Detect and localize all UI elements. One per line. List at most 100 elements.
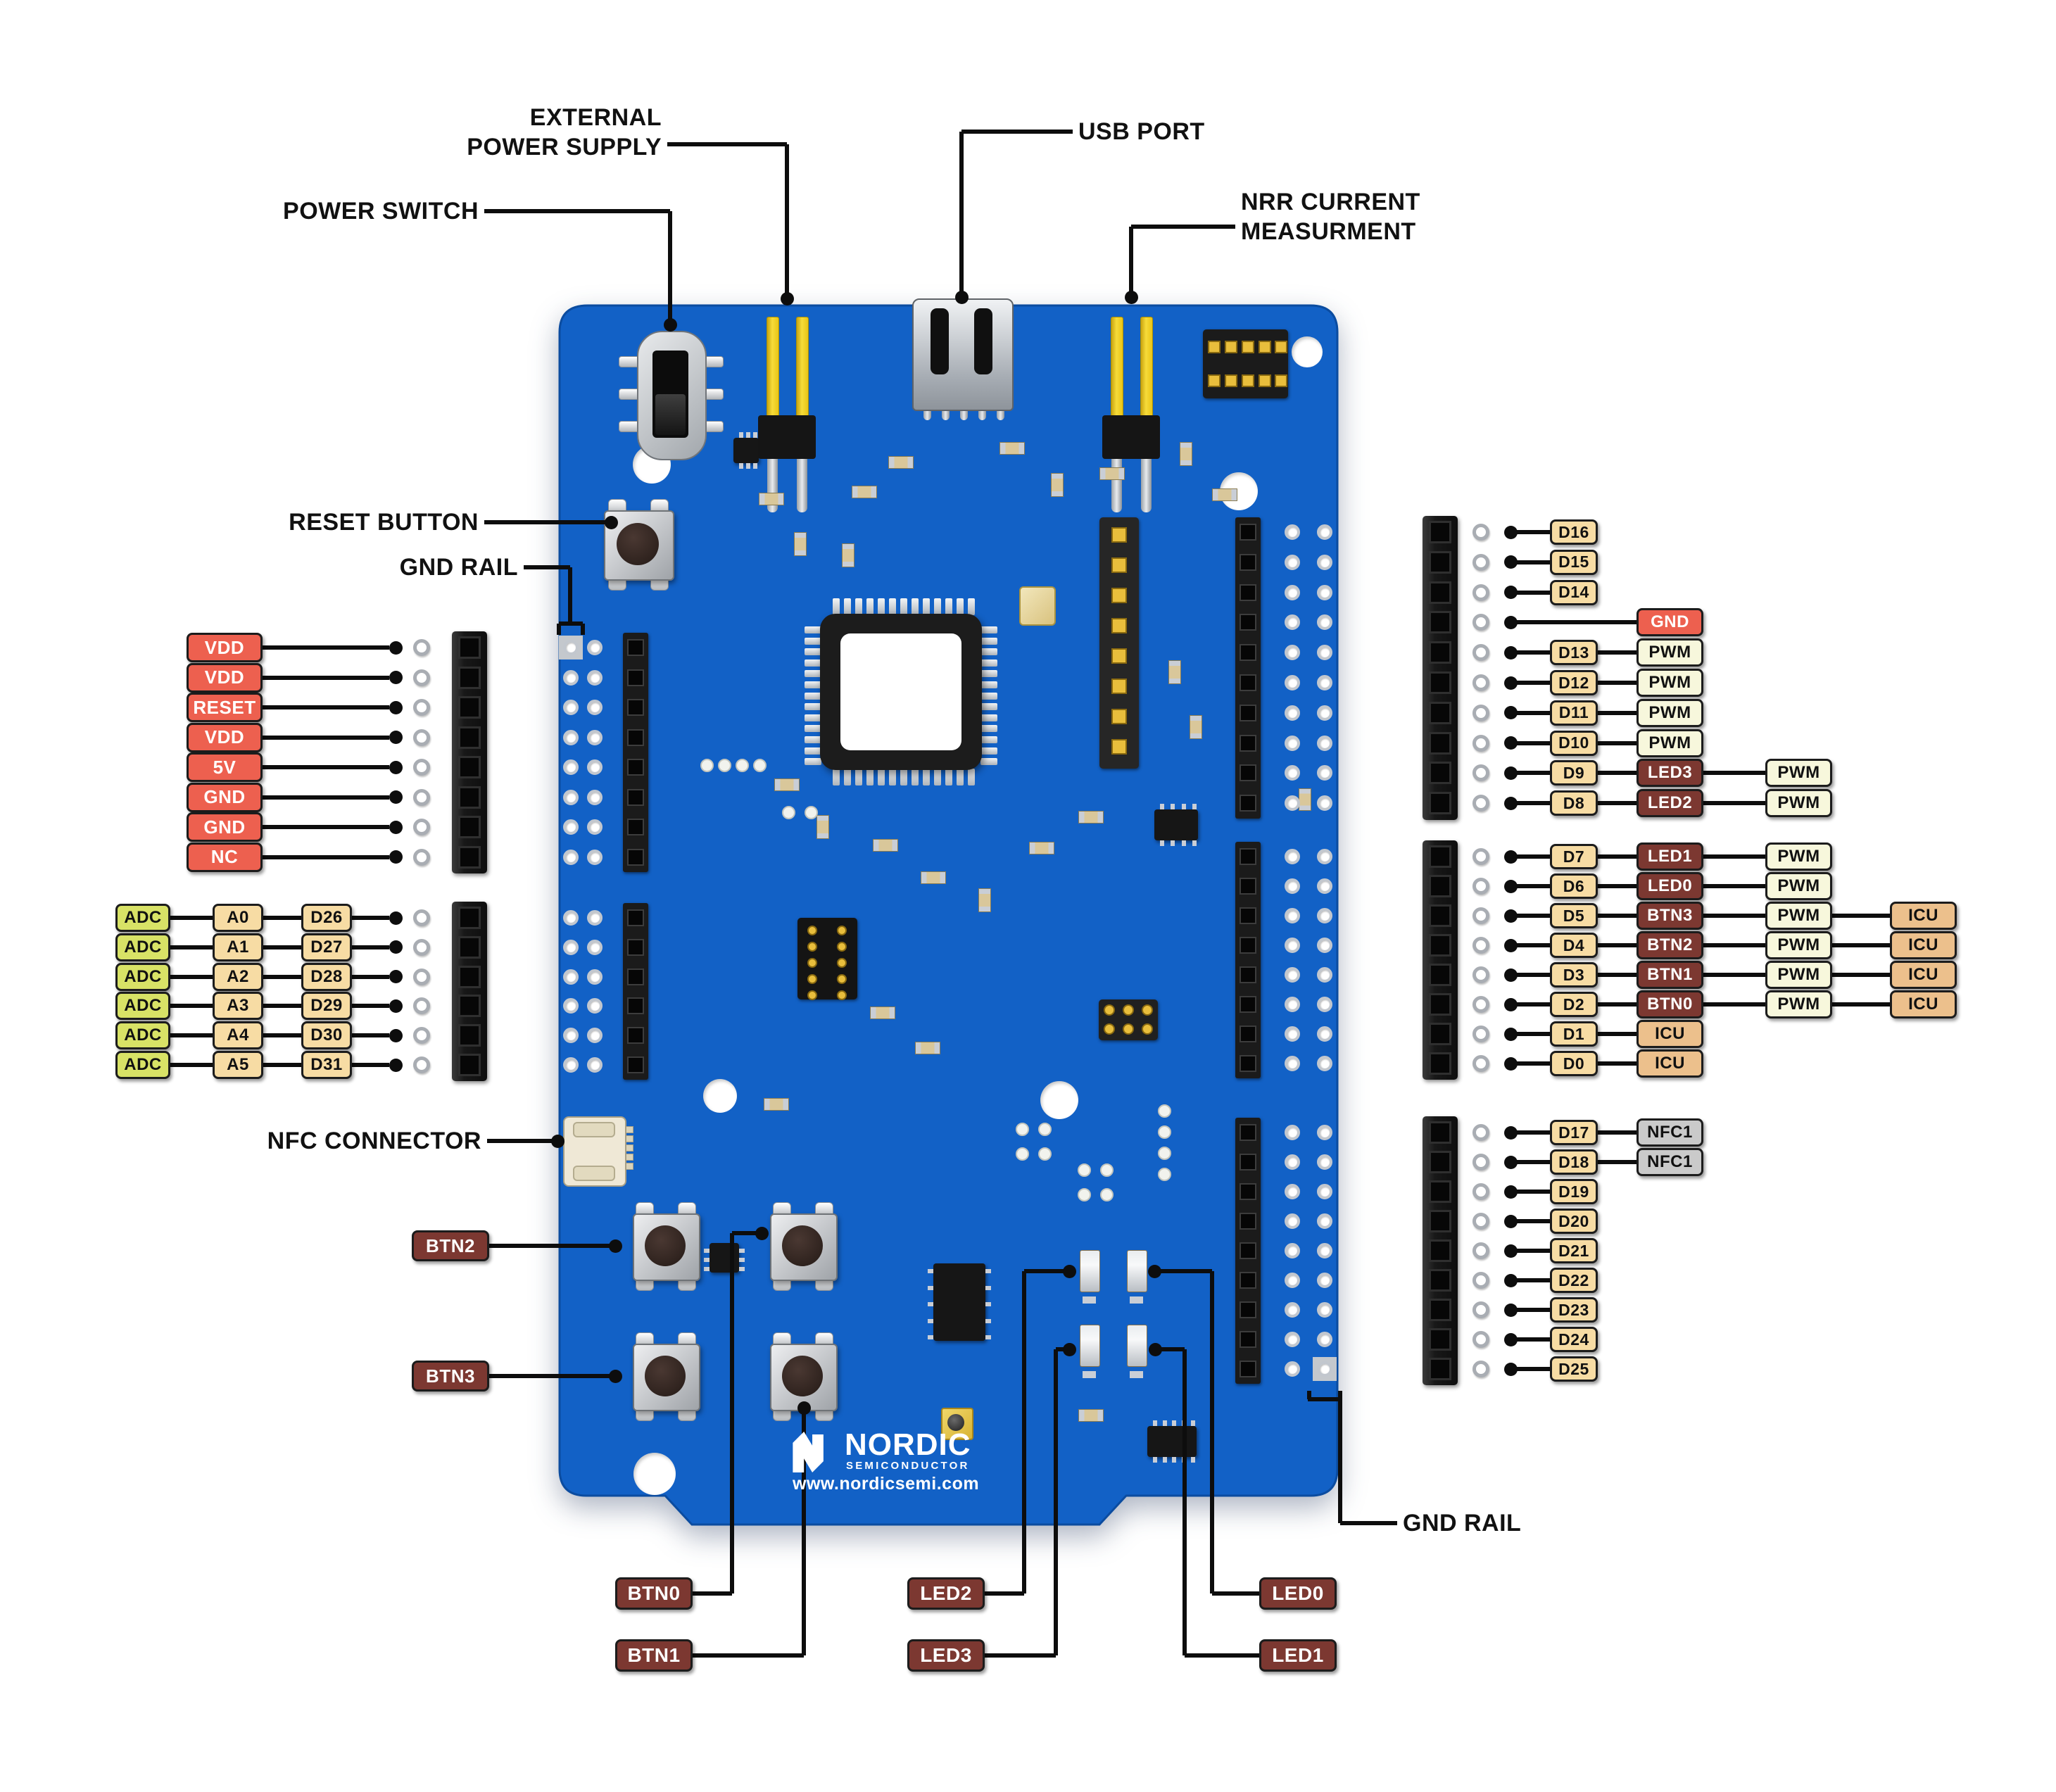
adc-wire2-2	[263, 974, 301, 979]
mounting-hole-2	[1292, 336, 1323, 367]
board-left-header-2-slot-3	[627, 997, 644, 1015]
right-g1-r1-wire2	[1703, 884, 1765, 888]
left-adc-header-slot-4	[458, 1024, 481, 1047]
right-pads-1-c1-r8	[1317, 765, 1332, 781]
right-g2-r4-dot	[1503, 1244, 1518, 1258]
debug-header-cell-0-2	[1242, 341, 1254, 353]
board-right-header-1-slot-7	[1240, 734, 1256, 752]
via-pad-11	[1038, 1147, 1052, 1161]
board-left-header-1-slot-0	[627, 639, 644, 656]
right-g1-r3-wire3	[1832, 943, 1890, 947]
right-g2-r1-wire0	[1516, 1160, 1550, 1164]
nfc-connector-slot-top	[573, 1122, 615, 1137]
mcu-pin-bottom-12	[968, 769, 975, 785]
digital-pill-d4: D4	[1550, 933, 1598, 958]
right-header-1-slot-4	[1429, 641, 1451, 664]
right-g1-r0-dot	[1503, 850, 1518, 864]
led3-line-h3	[985, 1653, 1056, 1658]
right-header-3-slot-4	[1429, 1239, 1451, 1262]
right-pads-3-c0-r0	[1285, 1125, 1300, 1140]
digital-pill-d1: D1	[1550, 1021, 1598, 1047]
adc-wire2-1	[263, 945, 301, 949]
board-right-header-2-slot-2	[1240, 907, 1256, 924]
right-header-1-slot-8	[1429, 762, 1451, 785]
right-g1-r7-wire1	[1598, 1061, 1636, 1066]
right-g2-r6-ring	[1472, 1301, 1489, 1318]
adc-pill-1: ADC	[115, 933, 170, 961]
adc-pill-4: ADC	[115, 1021, 170, 1050]
right-pads-1-c0-r3	[1285, 614, 1300, 631]
debug-small-dot-0-0	[807, 926, 817, 935]
board-left-header-2-slot-1	[627, 938, 644, 956]
right-g2-r0-wire1	[1598, 1130, 1636, 1135]
board-right-header-1-slot-0	[1240, 523, 1256, 541]
right-header-1-slot-1	[1429, 550, 1451, 574]
smd-led0-pad	[1130, 1296, 1143, 1304]
mcu-pin-bottom-6	[900, 769, 907, 785]
smd-passive-21	[1078, 1409, 1104, 1422]
via-pad-13	[805, 806, 818, 819]
digital-pill-d22: D22	[1550, 1268, 1598, 1293]
left-power-pill-gnd-6: GND	[187, 812, 263, 842]
right-g2-r6-dot	[1503, 1303, 1518, 1317]
mcu-pin-right-2	[980, 648, 997, 656]
mcu-pin-bottom-4	[878, 769, 885, 785]
debug-header-cell-1-0	[1208, 374, 1221, 387]
ic-bottom-center-pb4	[1191, 1457, 1195, 1463]
right-pads-2-c1-r1	[1317, 878, 1332, 894]
digital-pill-d3: D3	[1550, 962, 1598, 988]
right-g1-r5-wire3	[1832, 1002, 1890, 1007]
analog-pill-a0: A0	[213, 904, 263, 932]
right-g2-r0-wire0	[1516, 1130, 1550, 1135]
right-g2-r7-ring	[1472, 1331, 1489, 1348]
right-g2-r4-wire0	[1516, 1249, 1550, 1253]
board-right-header-1-slot-1	[1240, 553, 1256, 571]
via-pad-12	[782, 806, 795, 819]
adc-ring-3	[413, 997, 430, 1015]
via-pad-8	[1016, 1123, 1029, 1136]
right-pads-3-c1-r8	[1317, 1361, 1332, 1377]
right-pads-1-c1-r3	[1317, 614, 1332, 631]
right-g2-r3-dot	[1503, 1214, 1518, 1228]
pwm-badge-right-g1-r4: PWM	[1765, 961, 1832, 989]
adc-wire3-3	[352, 1004, 389, 1009]
smd-passive-10	[774, 778, 800, 791]
adc-wire2-0	[263, 916, 301, 920]
right-pads-3-c1-r2	[1317, 1184, 1332, 1199]
right-g1-r3-wire2	[1703, 943, 1765, 947]
left-power-pill-nc-7: NC	[187, 842, 263, 872]
left-pads-1-c0-r5	[563, 789, 579, 805]
ic-right-of-buttons-pr3	[985, 1318, 991, 1323]
digital-pill-d21: D21	[1550, 1238, 1598, 1263]
led1-bottom-pill: LED1	[1259, 1639, 1337, 1672]
right-g2-r8-wire0	[1516, 1367, 1550, 1371]
mcu-pin-right-1	[980, 637, 997, 645]
left-pads-1-c0-r3	[563, 729, 579, 745]
left-power-wire-4	[263, 765, 389, 769]
board-left-header-1-slot-6	[627, 819, 644, 835]
debug-small-dot-0-1	[837, 926, 847, 935]
right-g0-r1-wire0	[1516, 560, 1550, 564]
right-g1-r5-dot	[1503, 997, 1518, 1011]
gnd-rail-bottom-line-v3	[1307, 1391, 1311, 1399]
usb-line-h0	[961, 130, 1073, 134]
adc-dot-1	[389, 940, 403, 954]
nfc-line-dot	[550, 1134, 565, 1148]
right-g0-r9-wire0	[1516, 801, 1550, 806]
digital-pill-d14: D14	[1550, 579, 1598, 605]
right-pads-2-c0-r1	[1285, 878, 1300, 894]
nrr-line-h0	[1131, 225, 1235, 229]
ic-right-of-buttons-pr0	[985, 1269, 991, 1273]
mcu-pin-bottom-10	[945, 769, 952, 785]
right-g2-r0-ring	[1472, 1124, 1489, 1141]
left-pads-2-c0-r2	[563, 968, 579, 985]
board-right-header-3-slot-5	[1240, 1272, 1256, 1289]
right-pads-2-c0-r3	[1285, 938, 1300, 953]
mcu-pin-top-11	[957, 598, 964, 615]
led1-badge-right-g1-r0: LED1	[1636, 843, 1703, 871]
left-pads-1-c1-r2	[587, 700, 603, 715]
button-btn3	[633, 1344, 700, 1411]
analog-pill-a5: A5	[213, 1051, 263, 1079]
smd-passive-20	[915, 1042, 940, 1054]
board-right-header-2-slot-3	[1240, 937, 1256, 954]
